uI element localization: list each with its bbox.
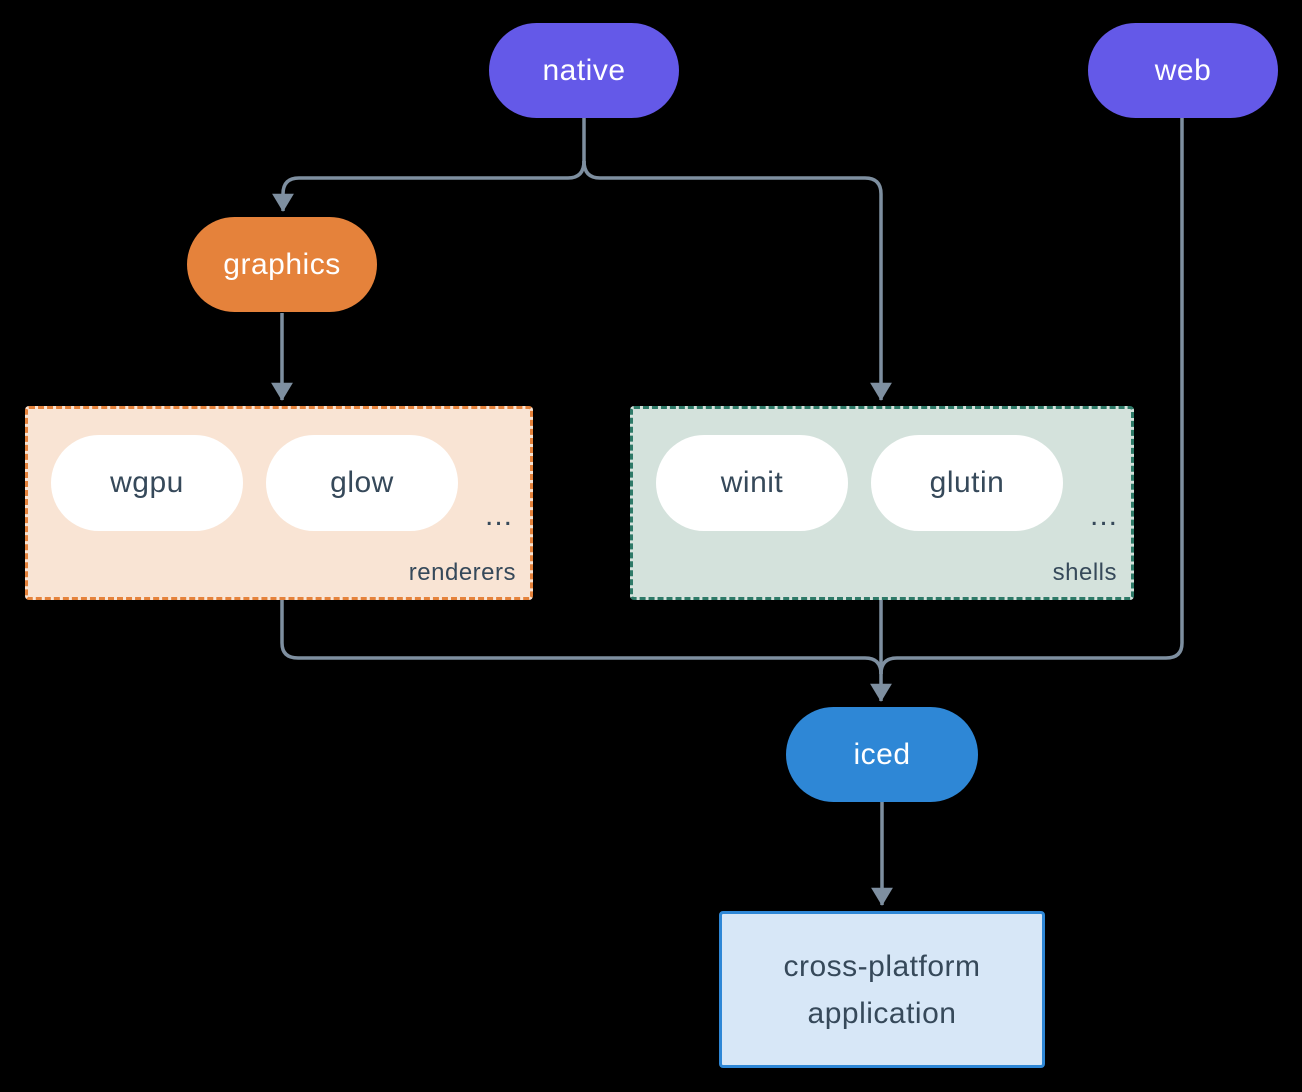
node-cross-platform-application: cross-platform application	[719, 911, 1045, 1068]
group-shells: winit glutin ... shells	[630, 406, 1134, 600]
node-native: native	[489, 23, 679, 118]
renderers-ellipsis: ...	[485, 499, 514, 532]
node-wgpu: wgpu	[51, 435, 243, 531]
node-glow: glow	[266, 435, 458, 531]
edge-renderers-to-merge	[280, 600, 883, 675]
application-label-line1: cross-platform	[783, 949, 981, 983]
renderers-group-label: renderers	[408, 559, 516, 586]
application-label-line2: application	[807, 996, 957, 1030]
edge-native-to-graphics	[272, 160, 586, 212]
group-renderers: wgpu glow ... renderers	[25, 406, 533, 600]
node-web: web	[1088, 23, 1278, 118]
node-graphics: graphics	[187, 217, 377, 312]
node-glutin: glutin	[871, 435, 1063, 531]
edge-web-to-merge	[879, 118, 1184, 675]
edge-native-to-shells	[582, 160, 892, 401]
node-winit: winit	[656, 435, 848, 531]
shells-ellipsis: ...	[1090, 499, 1119, 532]
shells-group-label: shells	[1052, 559, 1117, 586]
node-iced: iced	[786, 707, 978, 802]
